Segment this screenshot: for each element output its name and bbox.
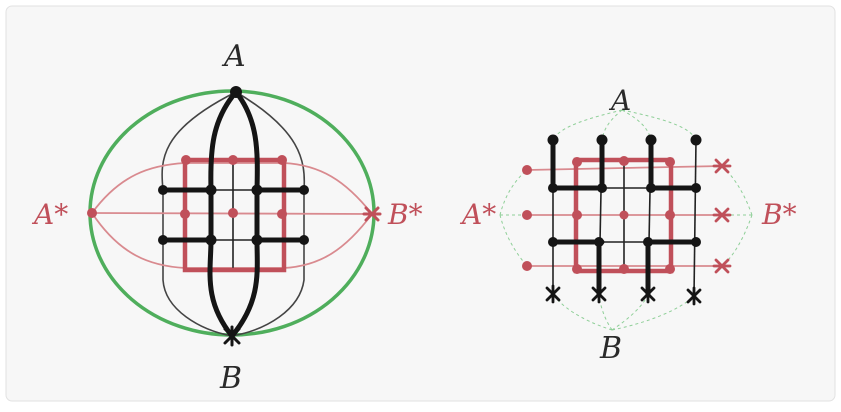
right-red-stars: [712, 158, 732, 274]
left-label-top: A: [221, 39, 246, 74]
right-label-right: B*: [761, 198, 797, 231]
right-label-left: A*: [459, 198, 496, 231]
left-red-star: [362, 206, 382, 222]
right-label-top: A: [608, 84, 631, 117]
right-label-bottom: B: [599, 331, 622, 366]
left-label-right: B*: [387, 198, 423, 231]
left-black-star: [223, 325, 241, 347]
right-black-dots: [547, 134, 702, 247]
left-label-bottom: B: [219, 361, 242, 396]
right-thick-segments: [550, 137, 699, 297]
left-black-dots: [158, 86, 309, 246]
right-black-stars: [545, 284, 702, 306]
left-diagram: A B A* B*: [31, 39, 423, 396]
left-thick-lens-right: [230, 90, 260, 338]
left-thick-segments: [160, 187, 307, 243]
left-label-left: A*: [31, 198, 68, 231]
right-red-dots: [522, 156, 675, 274]
left-thick-lens-left: [207, 90, 238, 338]
right-diagram: A B A* B*: [459, 84, 797, 366]
left-red-dots: [87, 155, 287, 219]
